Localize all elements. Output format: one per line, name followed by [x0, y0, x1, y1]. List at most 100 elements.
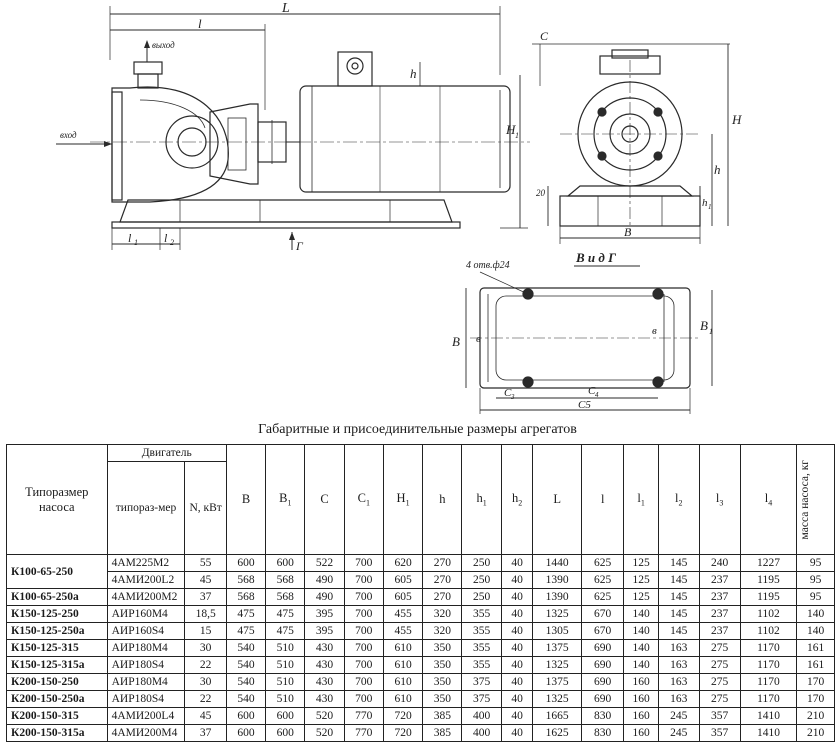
header-dim-l-main: l	[600, 492, 605, 506]
pump-model: К100-65-250	[6, 554, 108, 589]
value-l: 670	[580, 605, 625, 623]
engine-power: 15	[184, 622, 227, 640]
value-l2: 245	[657, 707, 700, 725]
value-L: 1665	[532, 707, 582, 725]
value-l1: 125	[623, 554, 659, 572]
value-H1: 455	[382, 622, 424, 640]
value-l2: 145	[657, 571, 700, 589]
dim-h-side-label: h	[714, 162, 721, 177]
value-l3: 275	[698, 673, 741, 691]
value-l3: 357	[698, 707, 741, 725]
header-dim-B1-main: B	[279, 491, 288, 506]
header-dim-L: L	[532, 444, 582, 555]
value-B1: 568	[265, 571, 306, 589]
dim-H1-label: H	[505, 122, 516, 137]
value-l2: 245	[657, 724, 700, 742]
pump-model: К200-150-250	[6, 673, 108, 691]
header-dim-l2: l2	[657, 444, 700, 555]
value-H1: 610	[382, 673, 424, 691]
value-mass: 210	[796, 724, 835, 742]
value-C: 430	[304, 656, 345, 674]
value-H1: 605	[382, 588, 424, 606]
value-B1: 510	[265, 690, 306, 708]
engine-type: 4АМИ200М2	[106, 588, 186, 606]
value-h: 270	[422, 571, 463, 589]
value-L: 1390	[532, 588, 582, 606]
pump-model: К200-150-250а	[6, 690, 108, 708]
value-H1: 610	[382, 656, 424, 674]
pump-model: К150-125-315а	[6, 656, 108, 674]
header-dim-h1-sub: 1	[482, 498, 487, 508]
view-G-caption: В и д Г	[575, 250, 616, 265]
value-l: 625	[580, 588, 625, 606]
dim-C3-sub: 3	[510, 393, 515, 401]
header-dim-l4-main: l	[764, 491, 769, 506]
header-engine-type: типораз-мер	[106, 461, 186, 555]
value-h: 270	[422, 588, 463, 606]
value-h: 350	[422, 656, 463, 674]
header-dim-C-main: C	[320, 492, 329, 506]
value-l2: 163	[657, 639, 700, 657]
value-l1: 125	[623, 571, 659, 589]
value-h2: 40	[500, 639, 534, 657]
value-mass: 140	[796, 622, 835, 640]
pump-model: К150-125-315	[6, 639, 108, 657]
engine-power: 22	[184, 690, 227, 708]
header-dim-l1: l1	[623, 444, 659, 555]
value-L: 1325	[532, 690, 582, 708]
value-L: 1390	[532, 571, 582, 589]
pump-model: К200-150-315а	[6, 724, 108, 742]
dim-C4-label: C	[588, 385, 596, 397]
end-view: C H h h 1 20 B В и д Г	[532, 29, 742, 267]
value-h1: 400	[461, 707, 502, 725]
value-C1: 700	[343, 690, 384, 708]
value-l4: 1102	[739, 622, 798, 640]
value-mass: 210	[796, 707, 835, 725]
value-C1: 700	[343, 639, 384, 657]
value-L: 1440	[532, 554, 582, 572]
header-dim-B: B	[225, 444, 267, 555]
value-H1: 455	[382, 605, 424, 623]
value-B: 600	[225, 724, 267, 742]
value-C: 520	[304, 724, 345, 742]
engine-power: 30	[184, 639, 227, 657]
dim-l2-label: l	[164, 231, 168, 245]
value-l1: 140	[623, 622, 659, 640]
engine-type: 4АМИ200L4	[106, 707, 186, 725]
value-B: 540	[225, 690, 267, 708]
engine-power: 37	[184, 724, 227, 742]
inlet-label: вход	[60, 130, 77, 140]
value-C: 395	[304, 622, 345, 640]
value-L: 1325	[532, 605, 582, 623]
value-l1: 140	[623, 656, 659, 674]
value-mass: 170	[796, 673, 835, 691]
header-dim-l2-main: l	[675, 491, 679, 506]
value-L: 1375	[532, 673, 582, 691]
value-h2: 40	[500, 588, 534, 606]
engine-type: АИР180S4	[106, 690, 186, 708]
value-l3: 237	[698, 605, 741, 623]
value-h: 350	[422, 690, 463, 708]
header-dim-l1-sub: 1	[640, 498, 645, 508]
value-l2: 163	[657, 673, 700, 691]
value-h: 350	[422, 639, 463, 657]
value-l1: 140	[623, 639, 659, 657]
dim-b-inner-right-label: в	[652, 325, 657, 337]
value-mass: 161	[796, 639, 835, 657]
value-h2: 40	[500, 622, 534, 640]
header-dim-H1-main: H	[396, 491, 406, 506]
header-pump: Типоразмер насоса	[6, 444, 108, 555]
value-B1: 600	[265, 554, 306, 572]
header-mass-text: масса насоса, кг	[799, 459, 812, 540]
value-l4: 1102	[739, 605, 798, 623]
value-C1: 770	[343, 707, 384, 725]
value-h1: 355	[461, 605, 502, 623]
value-h2: 40	[500, 605, 534, 623]
value-l2: 163	[657, 690, 700, 708]
